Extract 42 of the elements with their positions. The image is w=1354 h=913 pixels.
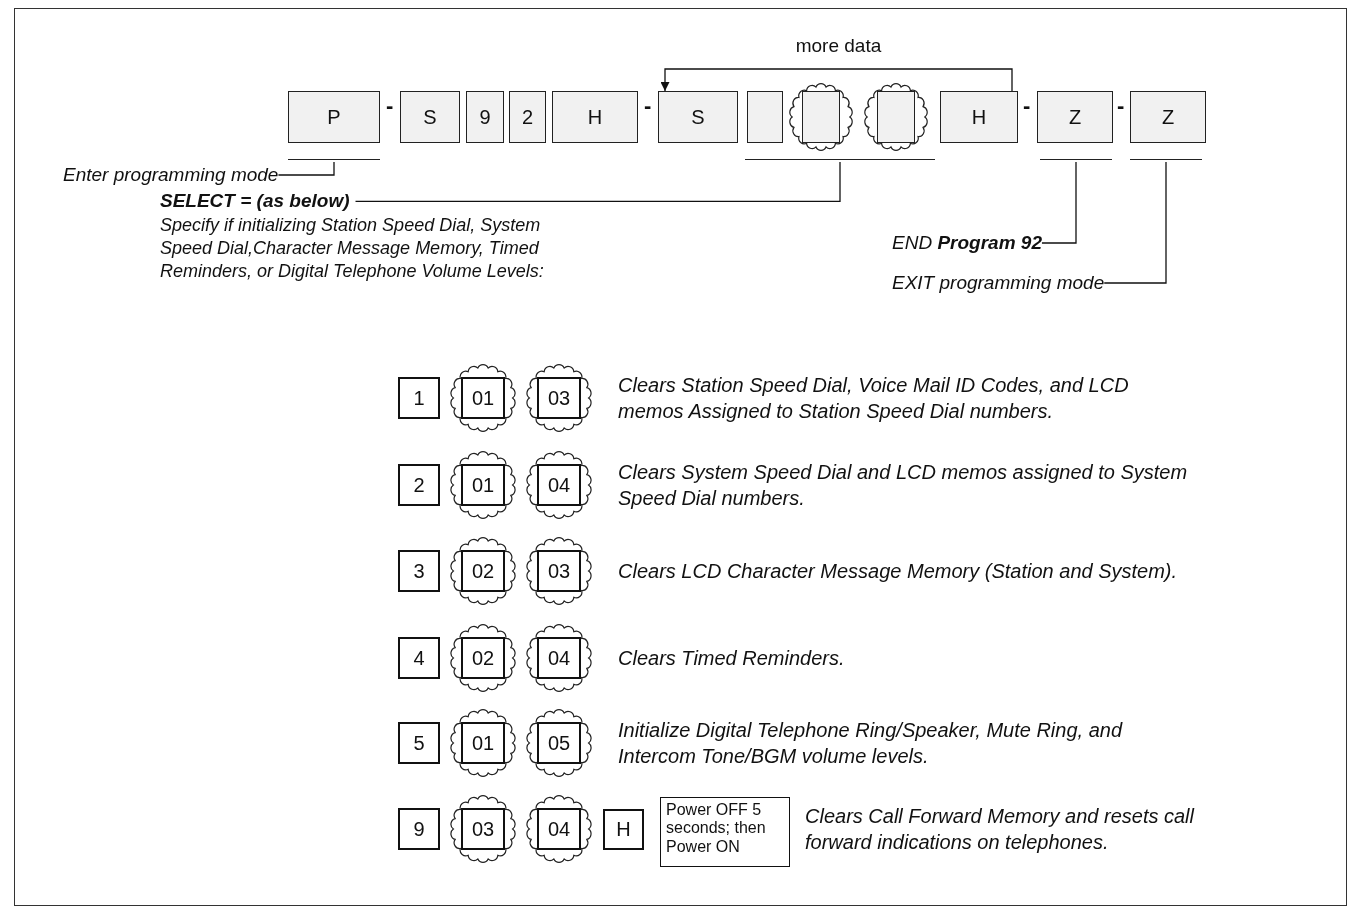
keypad-key: 3 xyxy=(398,550,440,592)
keypad-key: 1 xyxy=(398,377,440,419)
keypad-key: Z xyxy=(1037,91,1113,143)
underline-bracket xyxy=(745,159,935,162)
keypad-key: H xyxy=(552,91,638,143)
leader-line xyxy=(1041,161,1077,244)
keypad-key: P xyxy=(288,91,380,143)
keypad-key: 9 xyxy=(398,808,440,850)
keypad-key: 4 xyxy=(398,637,440,679)
keypad-key: H xyxy=(940,91,1018,143)
separator-dash: - xyxy=(1023,93,1031,119)
keypad-key: 2 xyxy=(398,464,440,506)
separator-dash: - xyxy=(1117,93,1125,119)
underline-bracket xyxy=(288,159,380,162)
description-text: Clears Call Forward Memory and resets call forward indications on telephones. xyxy=(805,804,1196,855)
separator-dash: - xyxy=(386,93,394,119)
underline-bracket xyxy=(1040,159,1112,162)
keypad-key: 9 xyxy=(466,91,504,143)
loop-arrow xyxy=(660,68,1013,92)
keypad-key: 5 xyxy=(398,722,440,764)
separator-dash: - xyxy=(644,93,652,119)
keypad-key xyxy=(747,91,783,143)
annotation-text: Specify if initializing Station Speed Dial, System Speed Dial,Character Message Memory, Timed Reminders, or Digital Telephone Volume Levels: xyxy=(160,213,545,284)
keypad-key: S xyxy=(400,91,460,143)
description-text: Initialize Digital Telephone Ring/Speaker, Mute Ring, and Intercom Tone/BGM volume levels. xyxy=(618,718,1124,769)
keypad-key: Z xyxy=(1130,91,1206,143)
description-text: Clears LCD Character Message Memory (Station and System). xyxy=(618,559,1179,584)
keypad-key: H xyxy=(603,809,644,850)
annotation-text: END Program 92 xyxy=(892,232,1042,254)
leader-line xyxy=(1103,161,1167,284)
underline-bracket xyxy=(1130,159,1202,162)
note-box: Power OFF 5 seconds; then Power ON xyxy=(660,797,790,867)
annotation-text: EXIT programming mode xyxy=(892,272,1105,294)
description-text: Clears Station Speed Dial, Voice Mail ID Codes, and LCD memos Assigned to Station Speed Dial numbers. xyxy=(618,373,1130,424)
leader-line xyxy=(354,161,841,202)
description-text: Clears System Speed Dial and LCD memos assigned to System Speed Dial numbers. xyxy=(618,460,1189,511)
annotation-heading: SELECT = (as below) xyxy=(160,189,350,213)
keypad-key: 2 xyxy=(509,91,546,143)
description-text: Clears Timed Reminders. xyxy=(618,646,846,671)
annotation-text: Enter programming mode xyxy=(63,164,279,186)
keypad-key: S xyxy=(658,91,738,143)
leader-line xyxy=(277,161,335,176)
